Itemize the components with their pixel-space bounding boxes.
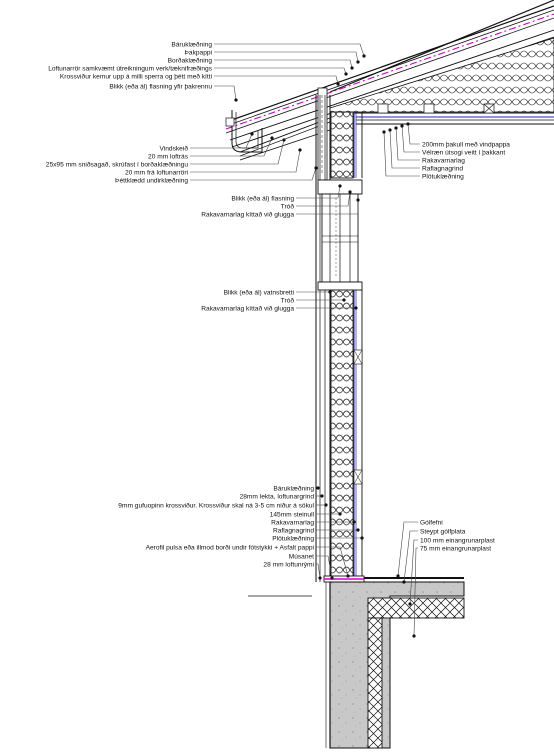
leader-dots — [234, 54, 416, 638]
label-wall-4: Rakavarnarlag — [271, 520, 314, 527]
label-eave-4: Þéttklædd undirklæðning — [115, 177, 188, 185]
label-wall-7: Aerofil pulsa eða illmod borði undir fót… — [146, 544, 315, 552]
label-wall-0: Báruklæðning — [273, 485, 314, 493]
label-roof-5: Blikk (eða ál) flasning yfir þakrennu — [109, 83, 212, 91]
label-wall-2: 9mm gufuopinn krossviður. Krossviður ska… — [118, 502, 314, 510]
label-window-top-2: Rakavarnarlag kíttað við glugga — [201, 211, 294, 219]
label-eave-0: Vindskeið — [160, 145, 189, 153]
label-window-sill-1: Tróð — [281, 297, 295, 305]
label-roof-1: Þakpappi — [185, 50, 213, 57]
label-wall-3: 145mm steinull — [270, 512, 315, 519]
label-roof-right-0: 200mm þakull með vindpappa — [422, 141, 510, 149]
wall-assembly — [315, 95, 365, 583]
label-floor-1: Steypt gólfplata — [420, 529, 466, 536]
label-eave-2: 25x95 mm sniðsagað, skrúfast í borðaklæð… — [46, 161, 189, 169]
label-eave-1: 20 mm loftrás — [148, 154, 189, 161]
foundation — [248, 577, 465, 749]
label-floor-3: 75 mm einangrunarplast — [420, 546, 491, 553]
label-roof-right-3: Raflagnagrind — [422, 166, 463, 173]
roof-assembly — [225, 0, 554, 148]
label-roof-4: Krossviður kemur upp á milli sperra og þ… — [60, 73, 213, 81]
label-window-sill-0: Blikk (eða ál) vatnsbretti — [224, 289, 295, 297]
label-floor-0: Gólfefni — [420, 520, 443, 527]
label-roof-2: Borðaklæðning — [168, 57, 213, 65]
label-wall-5: Raflagnagrind — [273, 528, 314, 535]
leader-lines — [190, 43, 420, 637]
label-roof-right-1: Vélræn útsogi veitt í þakkant — [422, 150, 505, 157]
label-eave-3: 20 mm frá loftunarröri — [125, 170, 189, 177]
label-window-top-1: Tróð — [281, 203, 295, 211]
label-wall-1: 28mm lekta, loftunargrind — [240, 494, 315, 501]
label-floor-2: 100 mm einangrunarplast — [420, 538, 495, 545]
label-wall-6: Plötuklæðning — [272, 535, 314, 543]
label-window-sill-2: Rakavarnarlag kíttað við glugga — [201, 305, 294, 313]
annotation-labels: Báruklæðning Þakpappi Borðaklæðning Loft… — [46, 41, 511, 569]
label-roof-0: Báruklæðning — [171, 41, 212, 49]
label-wall-8: Músanet — [289, 554, 314, 561]
label-roof-right-4: Plötuklæðning — [422, 173, 464, 181]
label-wall-9: 28 mm loftunrými — [263, 562, 314, 569]
label-roof-right-2: Rakavarnarlag — [422, 158, 465, 165]
label-roof-3: Loftunarrör samkvæmt útreikningum verk/t… — [48, 65, 213, 73]
eave-gutter — [225, 87, 331, 181]
label-window-top-0: Blikk (eða ál) flasning — [231, 195, 294, 203]
